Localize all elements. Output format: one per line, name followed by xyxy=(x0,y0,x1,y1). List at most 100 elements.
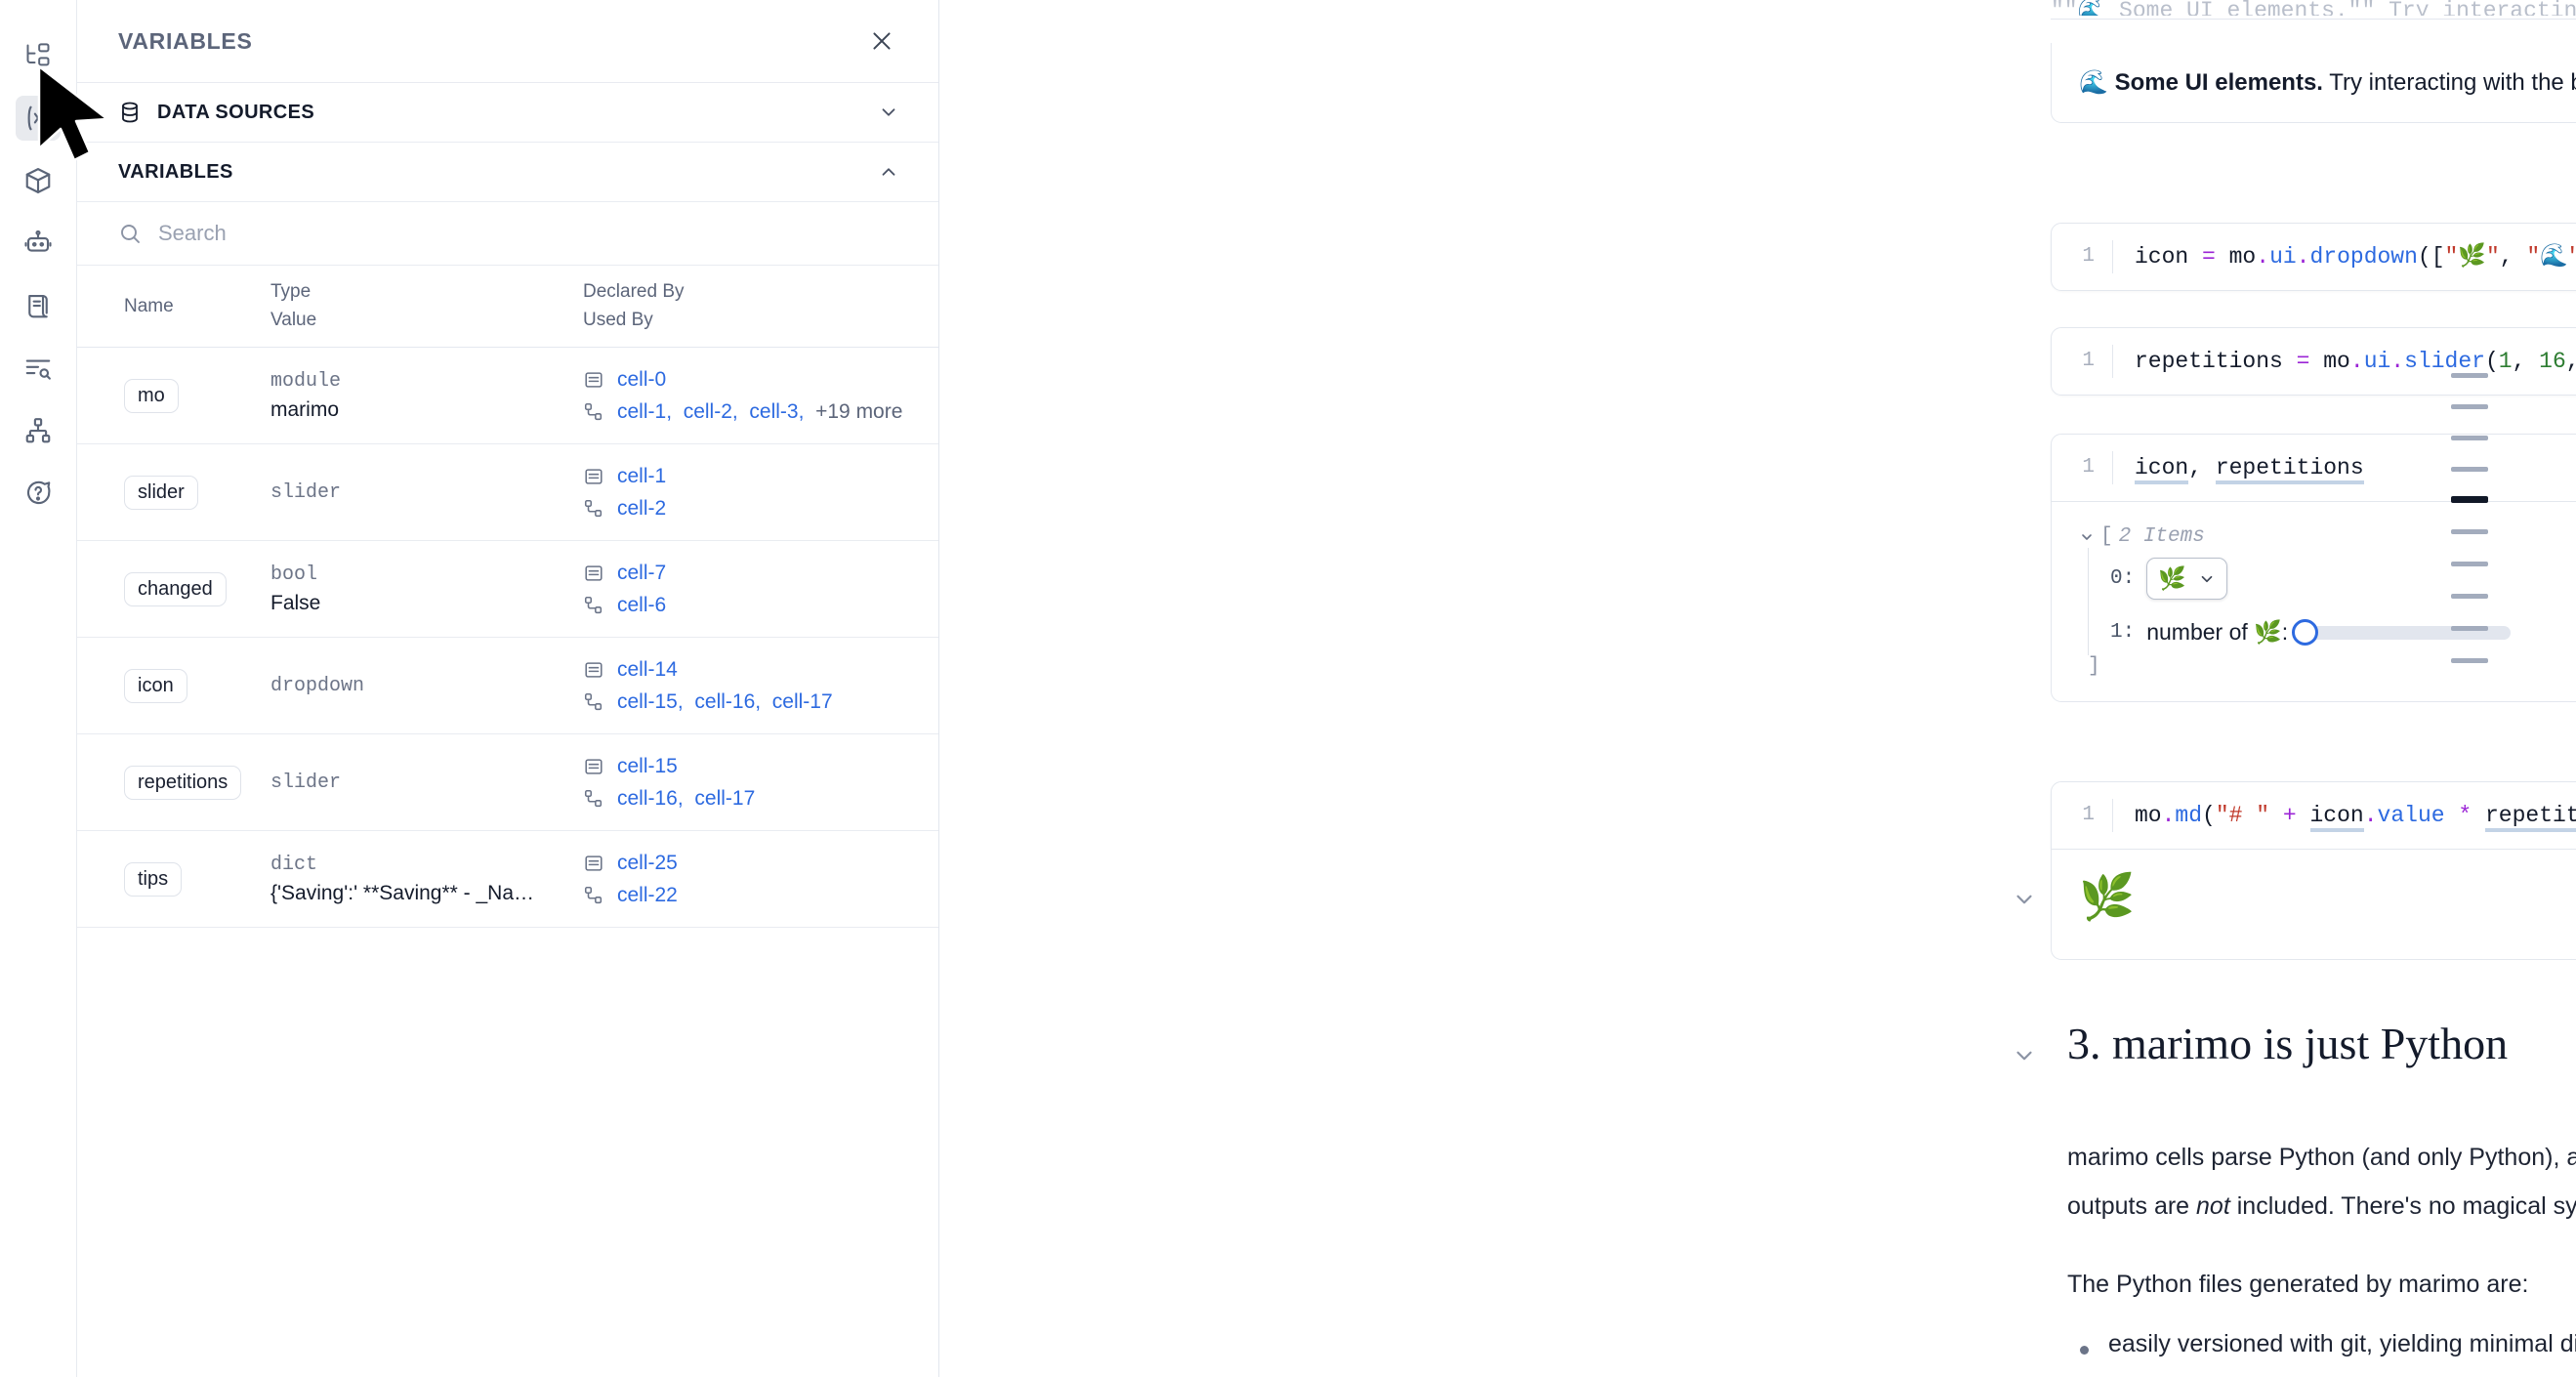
code-content[interactable]: repetitions = mo.ui.slider(1, 16, label=… xyxy=(2112,345,2576,378)
minimap-mark[interactable] xyxy=(2451,496,2488,503)
code-content[interactable]: icon = mo.ui.dropdown(["🌿", "🌊", "✨"], v… xyxy=(2112,240,2576,273)
used-by-line: cell-6 xyxy=(583,594,938,617)
cell-icon xyxy=(583,659,604,681)
search-input[interactable] xyxy=(158,221,899,246)
used-by-links: cell-15, cell-16, cell-17 xyxy=(617,690,833,714)
code-cell-display[interactable]: 1 icon, repetitions [ 2 Items 0: 🌿 xyxy=(2051,434,2576,702)
minimap-scrollbar[interactable] xyxy=(2422,0,2576,1377)
used-by-link[interactable]: cell-17 xyxy=(694,786,756,810)
minimap-mark[interactable] xyxy=(2451,594,2488,599)
variable-refs-cell: cell-14 cell-15, cell-16, cell-17 xyxy=(583,658,938,714)
used-by-line: cell-22 xyxy=(583,884,938,907)
dropdown-input[interactable]: 🌿 xyxy=(2146,558,2227,600)
declared-by-link[interactable]: cell-14 xyxy=(617,657,678,681)
items-count-label: 2 Items xyxy=(2118,525,2205,548)
file-tree-icon[interactable] xyxy=(16,33,61,78)
panel-header: VARIABLES xyxy=(77,0,938,83)
package-icon[interactable] xyxy=(16,158,61,203)
scroll-icon[interactable] xyxy=(16,283,61,328)
robot-icon[interactable] xyxy=(16,221,61,266)
used-by-link[interactable]: cell-6 xyxy=(617,593,667,616)
chevron-down-icon[interactable] xyxy=(878,102,899,123)
variable-name-cell: changed xyxy=(124,571,270,606)
chevron-down-icon[interactable] xyxy=(2012,1043,2037,1068)
code-cell-md[interactable]: 1 mo.md("# " + icon.value * repetitions.… xyxy=(2051,781,2576,960)
used-by-more[interactable]: +19 more xyxy=(815,399,903,423)
used-by-line: cell-16, cell-17 xyxy=(583,787,938,811)
used-by-link[interactable]: cell-16 xyxy=(617,786,678,810)
variable-value: marimo xyxy=(270,397,340,421)
declared-by-link[interactable]: cell-15 xyxy=(617,754,678,777)
declared-by-line: cell-1 xyxy=(583,465,938,488)
cell-icon xyxy=(583,853,604,874)
section-paragraph-1: marimo cells parse Python (and only Pyth… xyxy=(2067,1133,2576,1231)
slider-handle[interactable] xyxy=(2292,618,2319,646)
variable-name-cell: slider xyxy=(124,475,270,510)
minimap-mark[interactable] xyxy=(2451,658,2488,663)
line-number: 1 xyxy=(2082,456,2095,479)
usage-icon xyxy=(583,401,604,423)
section-data-sources[interactable]: DATA SOURCES xyxy=(77,83,938,143)
used-by-link[interactable]: cell-2 xyxy=(683,399,732,423)
used-by-line: cell-15, cell-16, cell-17 xyxy=(583,690,938,714)
minimap-mark[interactable] xyxy=(2451,626,2488,631)
paragraph-emphasis: not xyxy=(2196,1192,2230,1220)
chevron-up-icon[interactable] xyxy=(878,161,899,183)
code-content[interactable]: mo.md("# " + icon.value * repetitions.va… xyxy=(2112,799,2576,832)
variable-refs-cell: cell-7 cell-6 xyxy=(583,562,938,617)
minimap-mark[interactable] xyxy=(2451,436,2488,440)
used-by-link[interactable]: cell-1 xyxy=(617,399,667,423)
chevron-down-icon[interactable] xyxy=(2079,529,2095,545)
line-number: 1 xyxy=(2082,350,2095,372)
minimap-mark[interactable] xyxy=(2451,404,2488,409)
minimap-mark[interactable] xyxy=(2451,562,2488,566)
section-paragraph-2: The Python files generated by marimo are… xyxy=(2067,1271,2529,1298)
bullet-dot xyxy=(2080,1346,2089,1355)
used-by-link[interactable]: cell-3 xyxy=(749,399,799,423)
used-by-link[interactable]: cell-16 xyxy=(694,689,756,713)
code-cell-dropdown[interactable]: 1 icon = mo.ui.dropdown(["🌿", "🌊", "✨"],… xyxy=(2051,223,2576,291)
close-icon[interactable] xyxy=(864,23,899,59)
code-content[interactable]: icon, repetitions xyxy=(2112,451,2576,484)
minimap-mark[interactable] xyxy=(2451,373,2488,378)
used-by-link[interactable]: cell-2 xyxy=(617,496,667,520)
help-icon[interactable] xyxy=(16,471,61,516)
search-icon xyxy=(118,222,142,245)
list-output-header[interactable]: [ 2 Items xyxy=(2079,525,2576,548)
used-by-link[interactable]: cell-15 xyxy=(617,689,678,713)
declared-by-line: cell-14 xyxy=(583,658,938,682)
cell-partial-top: ""🌊 Some UI elements."" Try interacting … xyxy=(2051,0,2576,21)
used-by-link[interactable]: cell-22 xyxy=(617,883,678,906)
declared-by-line: cell-15 xyxy=(583,755,938,778)
used-by-link[interactable]: cell-17 xyxy=(771,689,833,713)
column-header-type-value: Type Value xyxy=(270,281,583,331)
section-variables[interactable]: VARIABLES xyxy=(77,143,938,202)
minimap-mark[interactable] xyxy=(2451,529,2488,534)
chevron-down-icon[interactable] xyxy=(2012,887,2037,912)
variables-icon[interactable] xyxy=(16,96,61,141)
list-item: 0: 🌿 xyxy=(2110,548,2576,609)
declared-by-link[interactable]: cell-1 xyxy=(617,464,667,487)
minimap-mark[interactable] xyxy=(2451,467,2488,472)
variable-type: slider xyxy=(270,480,342,504)
code-cell-slider[interactable]: 1 repetitions = mo.ui.slider(1, 16, labe… xyxy=(2051,327,2576,396)
outline-icon[interactable] xyxy=(16,346,61,391)
dependency-graph-icon[interactable] xyxy=(16,408,61,453)
table-header: Name Type Value Declared By Used By xyxy=(77,266,938,348)
partial-code-line: ""🌊 Some UI elements."" Try interacting … xyxy=(2051,0,2576,16)
declared-by-link[interactable]: cell-25 xyxy=(617,851,678,874)
declared-by-link[interactable]: cell-0 xyxy=(617,367,667,391)
variable-name-cell: tips xyxy=(124,861,270,897)
line-number: 1 xyxy=(2082,245,2095,268)
cell-output-md: 🌿 xyxy=(2051,850,2576,960)
declared-by-link[interactable]: cell-7 xyxy=(617,561,667,584)
cell-output-list: [ 2 Items 0: 🌿 1: xyxy=(2051,502,2576,702)
